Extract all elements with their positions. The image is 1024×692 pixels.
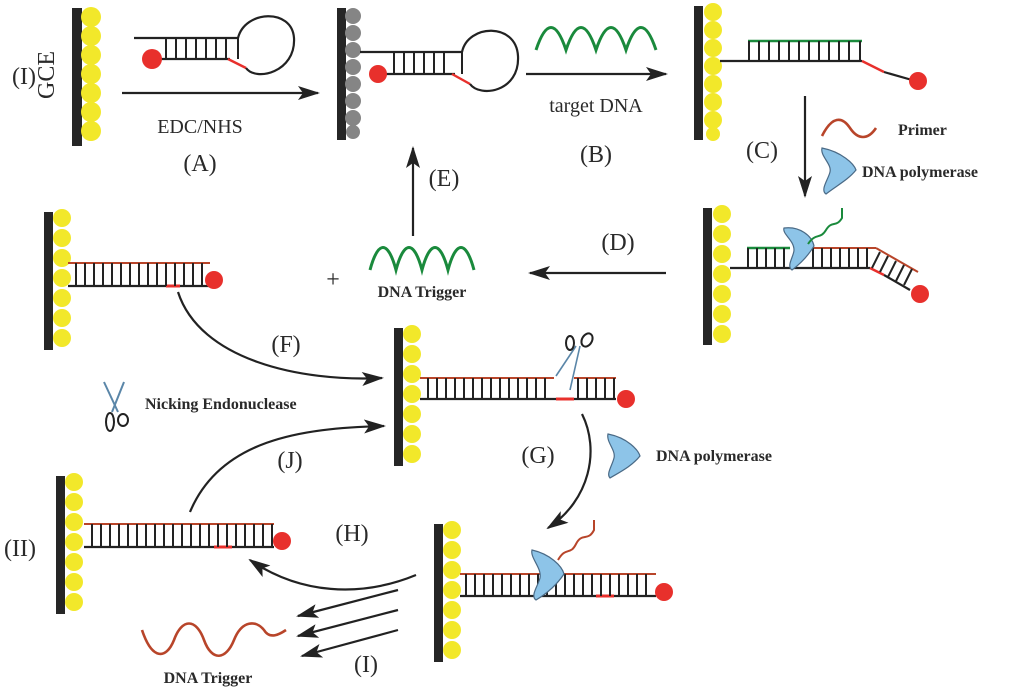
arrow-step-h [248, 558, 417, 591]
electrode-i-label: (I) [12, 64, 36, 90]
legend-nicking-endonuclease: Nicking Endonuclease [145, 396, 297, 413]
step-f-label: (F) [271, 332, 300, 358]
reagent-edc-nhs: EDC/NHS [157, 116, 243, 138]
step-e-label: (E) [429, 166, 460, 192]
step-h-label: (H) [335, 521, 368, 547]
electrode-probe-immobilized [337, 8, 520, 140]
legend-primer: Primer [898, 122, 947, 139]
arrow-step-g [546, 413, 592, 530]
electrode-nicking [394, 325, 635, 466]
dna-polymerase-icon-2 [607, 433, 641, 479]
step-a-label: (A) [183, 151, 216, 177]
electrode-extended-duplex [44, 209, 223, 350]
gce-label: GCE [34, 51, 60, 99]
arrow-step-f [176, 291, 384, 386]
hairpin-probe [134, 15, 296, 76]
step-j-label: (J) [277, 448, 302, 474]
reagent-target-dna: target DNA [549, 95, 643, 117]
legend-dna-polymerase-2: DNA polymerase [656, 448, 772, 465]
step-i-label: (I) [354, 652, 378, 678]
electrode-strand-displacement [434, 520, 673, 662]
primer-icon [820, 118, 878, 139]
gold-nanoparticles [81, 7, 101, 141]
electrode-target-hybridized [694, 3, 927, 141]
scissors-icon [103, 381, 129, 432]
arrow-step-j [188, 419, 386, 513]
step-c-label: (C) [746, 138, 778, 164]
step-d-label: (D) [601, 230, 634, 256]
dna-trigger-green [368, 246, 476, 276]
plus-sign: + [326, 267, 340, 293]
redox-label-dot [142, 49, 162, 69]
dna-trigger-brown [140, 622, 287, 658]
target-dna-strand [534, 26, 658, 55]
step-b-label: (B) [580, 142, 612, 168]
electrode-ii-label: (II) [4, 536, 36, 562]
electrode-gce-bare [72, 7, 101, 146]
legend-dna-polymerase: DNA polymerase [862, 164, 978, 181]
electrode-polymerase-extension [703, 205, 929, 345]
label-dna-trigger: DNA Trigger [378, 284, 467, 301]
arrows-step-i [296, 588, 399, 658]
dna-polymerase-icon [821, 147, 857, 195]
label-dna-trigger-2: DNA Trigger [164, 670, 253, 687]
step-g-label: (G) [521, 443, 554, 469]
electrode-ii [56, 473, 291, 614]
